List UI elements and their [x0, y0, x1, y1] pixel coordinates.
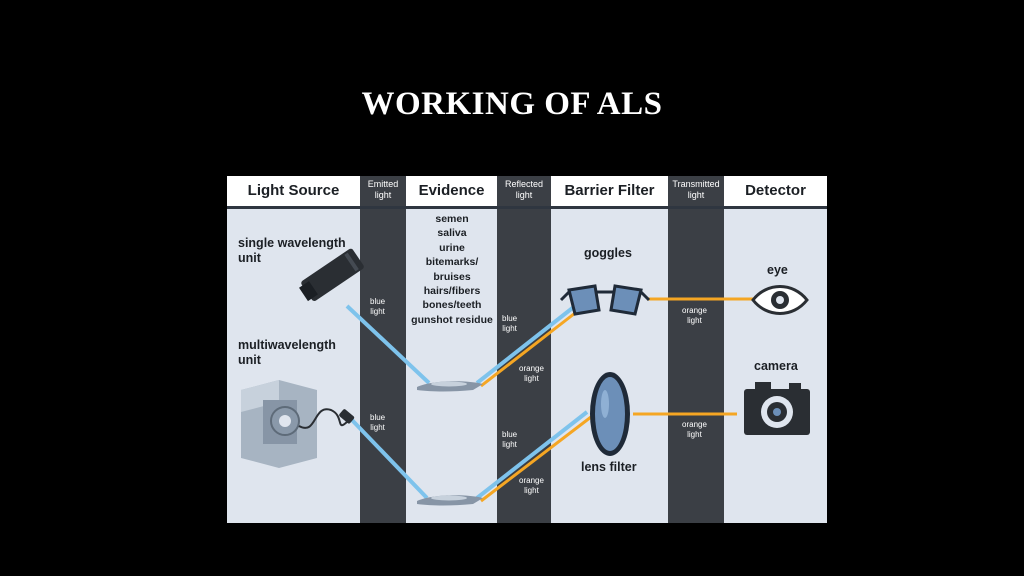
header-evidence: Evidence [418, 182, 485, 199]
evidence-surface-bottom [417, 495, 483, 506]
single-wavelength-unit-icon [299, 248, 364, 302]
orange-beam-reflected-top [480, 308, 580, 388]
header-detector: Detector [745, 182, 806, 199]
header-divider [227, 206, 827, 209]
blue-beam-emitted-top [345, 304, 431, 385]
lens-filter-icon [590, 372, 630, 456]
evidence-item: urine [439, 241, 465, 254]
evidence-item: bitemarks/ [425, 256, 479, 269]
camera-icon [744, 382, 810, 435]
reflected-light-column [497, 176, 551, 523]
evidence-item: hairs/fibers [423, 285, 481, 298]
evidence-item: semen [435, 213, 469, 225]
evidence-item: saliva [437, 227, 467, 240]
goggles-icon [559, 284, 651, 316]
goggles-label: goggles [584, 246, 632, 260]
transmitted-light-column [668, 176, 724, 523]
camera-label: camera [754, 359, 798, 373]
header-barrier-filter: Barrier Filter [564, 182, 655, 199]
eye-icon [751, 285, 809, 315]
eye-label: eye [767, 263, 788, 277]
evidence-item: gunshot residue [411, 313, 493, 326]
evidence-surface-top [417, 381, 483, 392]
blue-beam-reflected-bottom [475, 410, 589, 500]
evidence-item: bruises [433, 270, 471, 283]
emitted-light-column [360, 176, 406, 523]
blue-beam-reflected-top [475, 304, 577, 385]
evidence-list: semen saliva urine bitemarks/ bruises ha… [407, 212, 497, 327]
blue-beam-emitted-bottom [349, 417, 429, 500]
evidence-item: bones/teeth [422, 299, 482, 312]
lens-filter-label: lens filter [581, 460, 637, 474]
orange-beam-reflected-bottom [480, 415, 592, 503]
multiwavelength-unit-icon [241, 380, 355, 468]
slide-title: WORKING OF ALS [361, 86, 663, 122]
diagram-artwork [241, 248, 810, 506]
header-light-source: Light Source [247, 182, 340, 199]
